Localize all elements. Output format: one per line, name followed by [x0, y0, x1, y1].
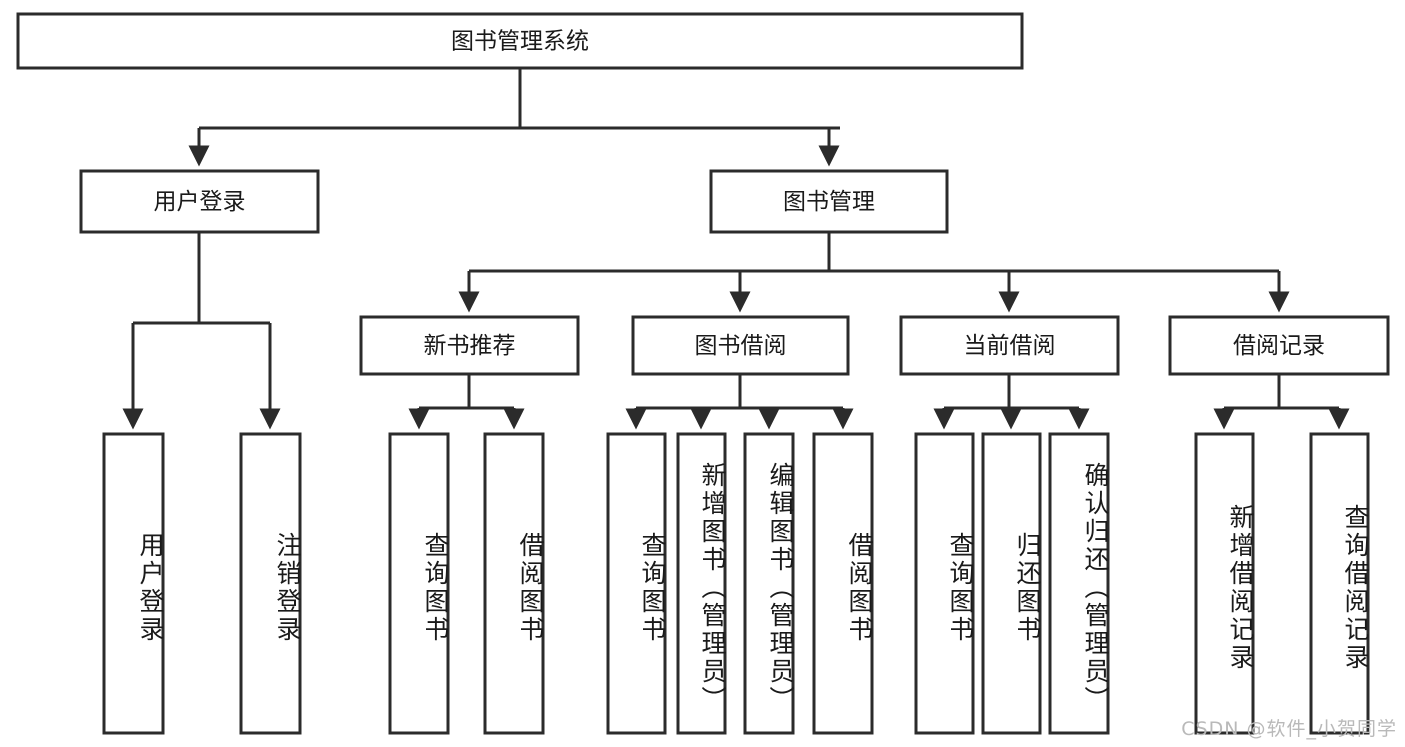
root-node-label: 图书管理系统: [451, 29, 589, 55]
level3-node-label-1: 图书借阅: [695, 333, 787, 359]
connector-userlogin-to-leaves: [122, 232, 281, 430]
connector-bookmgmt-to-level3: [458, 232, 1290, 313]
level2-node-label-1: 图书管理: [783, 189, 875, 215]
leaf-node-box-0[interactable]: [102, 432, 165, 735]
level2-node-box-0[interactable]: [79, 169, 320, 234]
connector-record-to-leaves: [1213, 374, 1350, 430]
leaf-node-box-1[interactable]: [239, 432, 302, 735]
leaf-node-box-4[interactable]: [606, 432, 667, 735]
connector-root-to-level2: [188, 68, 840, 167]
leaf-node-box-5[interactable]: [676, 432, 727, 735]
level2-node-label-0: 用户登录: [154, 189, 246, 215]
level3-node-label-2: 当前借阅: [964, 333, 1056, 359]
level3-node-box-3[interactable]: [1168, 315, 1390, 376]
leaf-node-box-6[interactable]: [743, 432, 795, 735]
level3-node-box-0[interactable]: [359, 315, 580, 376]
leaf-node-box-3[interactable]: [483, 432, 545, 735]
level3-node-box-1[interactable]: [631, 315, 850, 376]
leaf-node-box-11[interactable]: [1194, 432, 1255, 735]
leaf-node-box-9[interactable]: [981, 432, 1042, 735]
level2-node-box-1[interactable]: [709, 169, 949, 234]
root-node-box[interactable]: [16, 12, 1024, 70]
leaf-node-box-7[interactable]: [812, 432, 874, 735]
leaf-node-box-10[interactable]: [1048, 432, 1110, 735]
level3-node-label-3: 借阅记录: [1233, 333, 1325, 359]
connector-current-to-leaves: [933, 374, 1090, 430]
leaf-node-box-12[interactable]: [1309, 432, 1370, 735]
csdn-watermark: CSDN @软件_小贺同学: [1181, 718, 1397, 740]
level3-node-box-2[interactable]: [899, 315, 1120, 376]
connector-borrow-to-leaves: [625, 374, 854, 430]
level3-node-label-0: 新书推荐: [424, 333, 516, 359]
leaf-node-box-2[interactable]: [388, 432, 450, 735]
connector-newbook-to-leaves: [408, 374, 525, 430]
leaf-node-box-8[interactable]: [914, 432, 975, 735]
